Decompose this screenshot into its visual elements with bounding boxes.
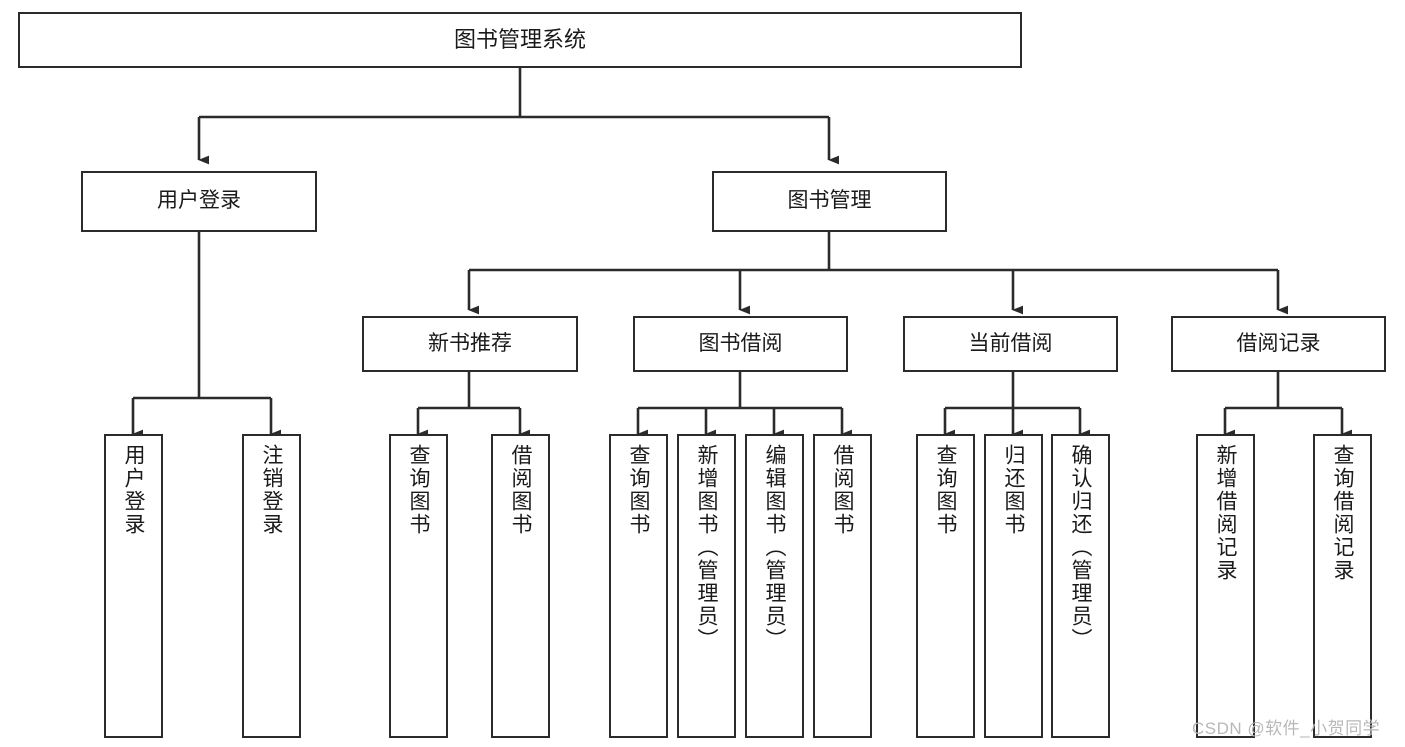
node-label: 新增借阅记录	[1214, 444, 1237, 582]
node-label: 归还图书	[1002, 444, 1025, 536]
leaf-query-books-current[interactable]: 查询图书	[916, 434, 975, 738]
leaf-add-book-admin[interactable]: 新增图书（管理员）	[677, 434, 736, 738]
node-label: 编辑图书（管理员）	[763, 444, 786, 651]
node-label: 图书管理	[787, 189, 872, 213]
node-label: 图书管理系统	[453, 27, 586, 53]
node-label: 查询借阅记录	[1331, 444, 1354, 582]
node-user-login[interactable]: 用户登录	[81, 171, 317, 232]
leaf-add-borrow-record[interactable]: 新增借阅记录	[1196, 434, 1255, 738]
node-label: 确认归还（管理员）	[1069, 444, 1092, 651]
node-label: 查询图书	[627, 444, 650, 536]
node-label: 借阅图书	[831, 444, 854, 536]
leaf-borrow-books-recommend[interactable]: 借阅图书	[491, 434, 550, 738]
node-label: 用户登录	[157, 189, 241, 213]
csdn-watermark: CSDN @软件_小贺同学	[1192, 719, 1381, 738]
leaf-query-books-recommend[interactable]: 查询图书	[389, 434, 448, 738]
node-borrow-records[interactable]: 借阅记录	[1171, 316, 1386, 372]
leaf-borrow-book[interactable]: 借阅图书	[813, 434, 872, 738]
node-root-system[interactable]: 图书管理系统	[18, 12, 1022, 68]
node-new-book-recommend[interactable]: 新书推荐	[362, 316, 578, 372]
leaf-user-login[interactable]: 用户登录	[104, 434, 163, 738]
node-label: 借阅记录	[1236, 331, 1321, 355]
node-label: 新书推荐	[428, 331, 512, 355]
node-label: 查询图书	[407, 444, 430, 536]
node-label: 借阅图书	[509, 444, 532, 536]
leaf-query-books-borrow[interactable]: 查询图书	[609, 434, 668, 738]
leaf-query-borrow-record[interactable]: 查询借阅记录	[1313, 434, 1372, 738]
node-book-management[interactable]: 图书管理	[712, 171, 947, 232]
node-current-borrow[interactable]: 当前借阅	[903, 316, 1118, 372]
node-label: 查询图书	[934, 444, 957, 536]
node-label: 注销登录	[260, 444, 283, 536]
leaf-user-logout[interactable]: 注销登录	[242, 434, 301, 738]
node-book-borrow[interactable]: 图书借阅	[633, 316, 848, 372]
node-label: 用户登录	[122, 444, 145, 536]
leaf-confirm-return-admin[interactable]: 确认归还（管理员）	[1051, 434, 1110, 738]
leaf-edit-book-admin[interactable]: 编辑图书（管理员）	[745, 434, 804, 738]
node-label: 新增图书（管理员）	[695, 444, 718, 651]
node-label: 当前借阅	[968, 331, 1053, 355]
leaf-return-book[interactable]: 归还图书	[984, 434, 1043, 738]
node-label: 图书借阅	[698, 331, 783, 355]
